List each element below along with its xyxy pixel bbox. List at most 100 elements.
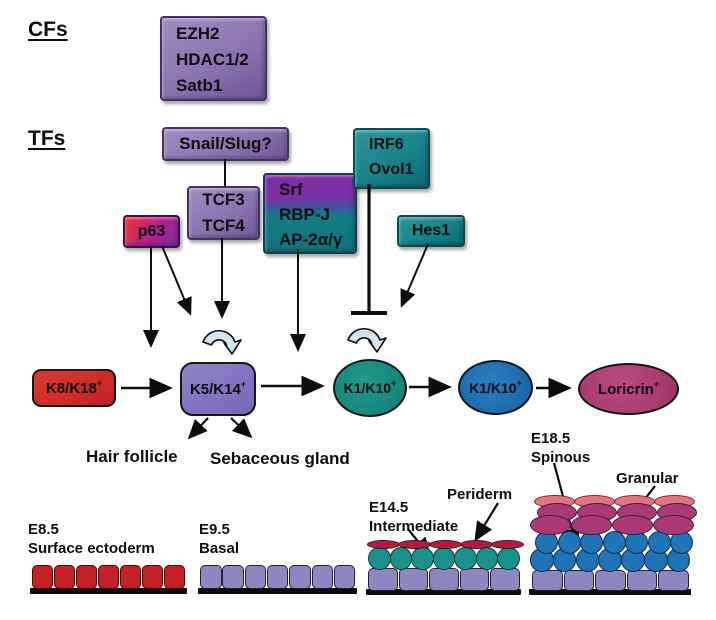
- ovol1-line: Ovol1: [369, 161, 414, 178]
- e9-5-basal-cell: [266, 565, 289, 589]
- rbpj-line: RBP-J: [279, 205, 331, 224]
- e18-5-spinous-granular-cell: [530, 515, 571, 535]
- e18-5-spinous-granular-cell: [653, 515, 694, 535]
- e14-5-intermediate-cell: [497, 547, 520, 570]
- stage-label: K1/K10: [469, 379, 517, 396]
- tcf-line: TCF3: [202, 190, 245, 209]
- e18-5-spinous-granular-cell: [626, 570, 657, 591]
- e8-5-surface-ectoderm-cell: [76, 565, 97, 589]
- arrow-to-sebaceous-gland: [230, 417, 253, 439]
- e14-5-intermediate-cell: [491, 540, 524, 549]
- stage-k5-k14: K5/K14+: [180, 362, 256, 416]
- e9-5-basal-cell: [244, 565, 267, 589]
- cf-heading: CFs: [28, 18, 68, 41]
- e18-5-spinous-granular-cell: [658, 570, 689, 591]
- irf6-ovol1-box: IRF6 Ovol1: [353, 128, 430, 189]
- e9-5-basal-cell: [222, 565, 244, 589]
- stage-age: E8.5: [28, 521, 59, 538]
- e9-5-basal-cell: [311, 565, 333, 589]
- e14-5-intermediate-cell: [490, 568, 520, 591]
- e14-5-intermediate-cell: [429, 568, 459, 591]
- e18-5-spinous-granular-cell: [557, 531, 581, 554]
- e18-5-spinous-granular-cell: [612, 515, 653, 535]
- e9-5-basal-cell: [200, 565, 222, 589]
- e8-5-label: E8.5 Surface ectoderm: [28, 520, 155, 558]
- stage-k8-k18: K8/K18+: [32, 369, 116, 407]
- e8-5-surface-ectoderm-cell: [164, 565, 185, 589]
- e18-5-spinous-granular-cell: [563, 570, 594, 591]
- stage-name: Surface ectoderm: [28, 540, 155, 557]
- periderm-pointer-arrow: [474, 502, 499, 542]
- e9-5-basal-cell: [333, 565, 356, 589]
- e14-5-intermediate-cell: [367, 540, 400, 549]
- e14-5-intermediate-cell: [389, 547, 412, 570]
- e14-5-intermediate-cell: [475, 547, 498, 570]
- stage-label: Loricrin: [597, 380, 654, 398]
- e18-5-spinous-granular-cell: [595, 570, 626, 591]
- e8-5-surface-ectoderm-cell: [142, 565, 163, 589]
- irf6-line: IRF6: [369, 136, 404, 153]
- e8-5-surface-ectoderm-baseline: [30, 588, 187, 594]
- granular-label: Granular: [616, 470, 679, 487]
- stage-sup: +: [653, 379, 660, 389]
- e14-5-intermediate-cell: [398, 568, 428, 591]
- stage-k1-k10-late: K1/K10+: [458, 360, 533, 415]
- stage-loricrin: Loricrin+: [578, 363, 679, 415]
- cf-complex-box: EZH2 HDAC1/2 Satb1: [160, 16, 267, 101]
- e18-5-spinous-granular-cell: [602, 531, 626, 554]
- stage-name: Intermediate: [369, 518, 459, 535]
- cf-line: EZH2: [176, 24, 220, 43]
- cf-line: HDAC1/2: [176, 50, 249, 69]
- e14-5-intermediate-cell: [432, 547, 455, 570]
- periderm-label: Periderm: [447, 486, 513, 503]
- e14-5-intermediate-cell: [454, 547, 477, 570]
- srf-rbpj-ap2-box: Srf RBP-J AP-2α/γ: [263, 173, 357, 254]
- stage-label: K5/K14: [189, 380, 241, 398]
- e14-5-intermediate-cell: [460, 540, 493, 549]
- p63-arrow-diagonal: [161, 245, 192, 316]
- e8-5-surface-ectoderm-cell: [32, 565, 53, 589]
- arrow-to-hair-follicle: [187, 417, 209, 440]
- tcf-box: TCF3 TCF4: [187, 186, 260, 240]
- tcf-line: TCF4: [202, 216, 245, 235]
- stage-label: K1/K10: [343, 380, 392, 396]
- e9-5-label: E9.5 Basal: [199, 520, 239, 558]
- e9-5-basal-baseline: [198, 588, 357, 594]
- srf-line: Srf: [279, 180, 303, 199]
- self-renewal-arrow-k5: [202, 330, 242, 355]
- e18-5-spinous-granular-cell: [532, 570, 563, 591]
- e18-5-spinous-granular-cell: [571, 515, 612, 535]
- sebaceous-gland-label: Sebaceous gland: [210, 449, 350, 468]
- stage-sup: +: [240, 379, 247, 389]
- tf-heading: TFs: [28, 127, 66, 150]
- self-renewal-arrow-k1: [347, 328, 387, 353]
- stage-name: Basal: [199, 540, 240, 557]
- e14-5-intermediate-baseline: [366, 589, 521, 595]
- e9-5-basal-cell: [289, 565, 311, 589]
- cf-line: Satb1: [176, 76, 223, 95]
- stage-k1-k10-early: K1/K10+: [333, 359, 407, 417]
- e8-5-surface-ectoderm-cell: [54, 565, 75, 589]
- e14-5-intermediate-cell: [429, 540, 462, 549]
- e18-5-spinous-granular-baseline: [529, 589, 691, 595]
- snail-slug-box: Snail/Slug?: [162, 127, 289, 161]
- e14-5-intermediate-cell: [368, 568, 398, 591]
- e14-5-intermediate-cell: [411, 547, 434, 570]
- hes1-box: Hes1: [397, 215, 465, 247]
- e18-5-label: E18.5 Spinous: [531, 429, 590, 467]
- hair-follicle-label: Hair follicle: [86, 447, 178, 466]
- stage-sup: +: [391, 378, 397, 388]
- stage-age: E14.5: [369, 499, 409, 516]
- e14-5-label: E14.5 Intermediate: [369, 498, 458, 536]
- e8-5-surface-ectoderm-cell: [120, 565, 141, 589]
- hes1-arrow: [400, 243, 429, 308]
- p63-box: p63: [123, 215, 180, 248]
- stage-name: Spinous: [531, 449, 591, 466]
- stage-label: K8/K18: [45, 379, 97, 397]
- ap2-line: AP-2α/γ: [279, 230, 343, 249]
- e14-5-intermediate-cell: [368, 547, 391, 570]
- stage-sup: +: [516, 377, 522, 388]
- stage-age: E18.5: [531, 430, 571, 447]
- stage-sup: +: [96, 378, 103, 388]
